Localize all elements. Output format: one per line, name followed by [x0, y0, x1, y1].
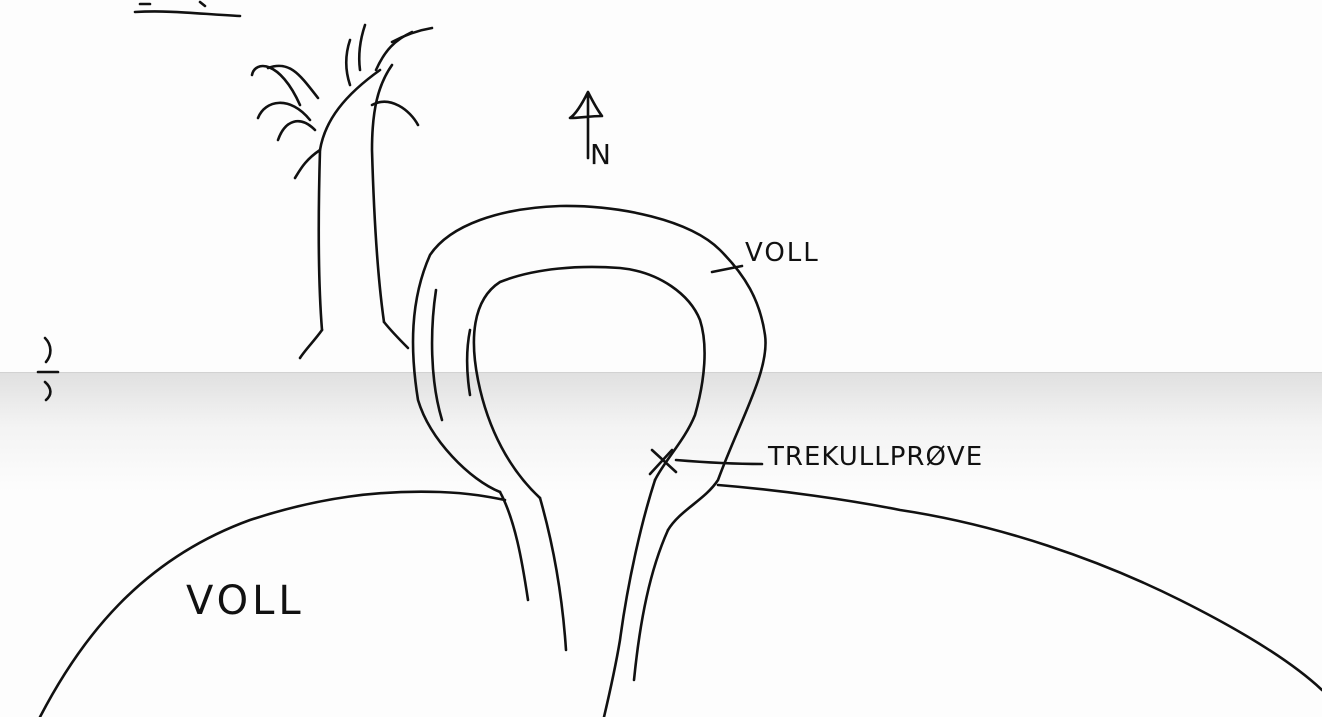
voll-label-upper: VOLL	[745, 238, 820, 268]
tree-branch-5	[295, 150, 320, 178]
bank-right-contour	[718, 485, 1322, 690]
tree-trunk-left	[319, 70, 380, 330]
channel-left-outer	[500, 492, 528, 600]
ring-outer-edge	[413, 206, 766, 530]
ring-inner-left-detail	[467, 330, 470, 395]
tree-branch-8	[392, 28, 432, 42]
north-label: N	[590, 138, 613, 171]
sample-label: TREKULLPRØVE	[768, 442, 983, 472]
tree-branch-1	[252, 66, 300, 105]
tree-branch-4	[278, 121, 315, 140]
tree-branch-6	[372, 102, 418, 125]
heading-underline	[135, 11, 240, 16]
tree-branch-3	[258, 103, 310, 120]
heading-fragment	[140, 2, 205, 6]
voll-label-lower: VOLL	[186, 578, 305, 624]
tree-icon	[252, 25, 432, 358]
margin-mark	[38, 338, 58, 400]
sample-leader-line	[676, 460, 762, 464]
ring-inner-edge	[474, 267, 705, 498]
tree-branch-7	[376, 32, 412, 70]
channel-right-outer	[634, 530, 668, 680]
channel-left-wall	[540, 498, 566, 650]
tree-branch-10	[359, 25, 365, 70]
tree-root-right	[384, 322, 408, 348]
ring-outer-left-detail	[432, 290, 442, 420]
tree-root-left	[300, 330, 322, 358]
tree-branch-9	[346, 40, 350, 85]
